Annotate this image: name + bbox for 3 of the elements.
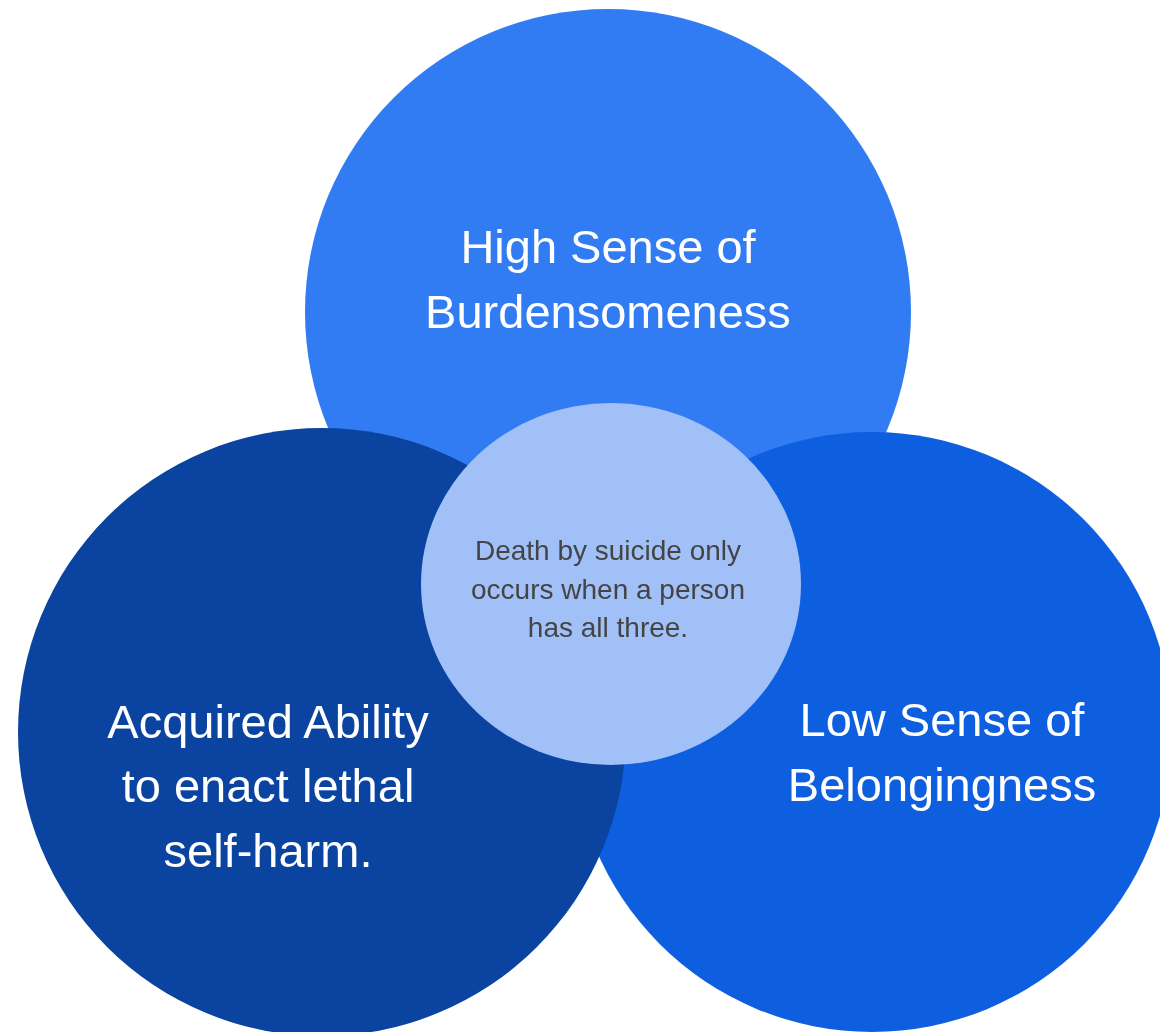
circle-label: High Sense of Burdensomeness (348, 215, 868, 345)
circle-label: Acquired Ability to enact lethal self-harm. (82, 689, 454, 885)
circle-label: Low Sense of Belongingness (732, 688, 1152, 818)
